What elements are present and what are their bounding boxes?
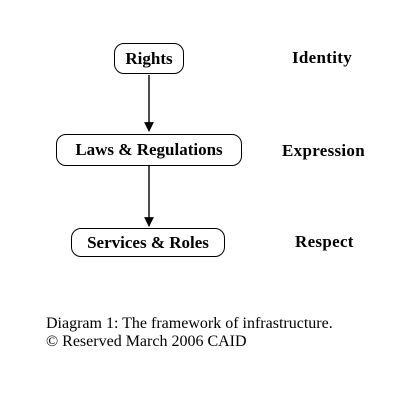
caption-title: Diagram 1: The framework of infrastructu… — [46, 315, 333, 332]
label-expression: Expression — [282, 141, 365, 160]
node-services-roles: Services & Roles — [71, 228, 225, 257]
node-rights: Rights — [114, 43, 184, 74]
label-identity: Identity — [292, 48, 353, 67]
caption-copyright: © Reserved March 2006 CAID — [46, 333, 247, 350]
label-respect: Respect — [295, 232, 354, 251]
node-laws-regulations: Laws & Regulations — [56, 134, 242, 166]
